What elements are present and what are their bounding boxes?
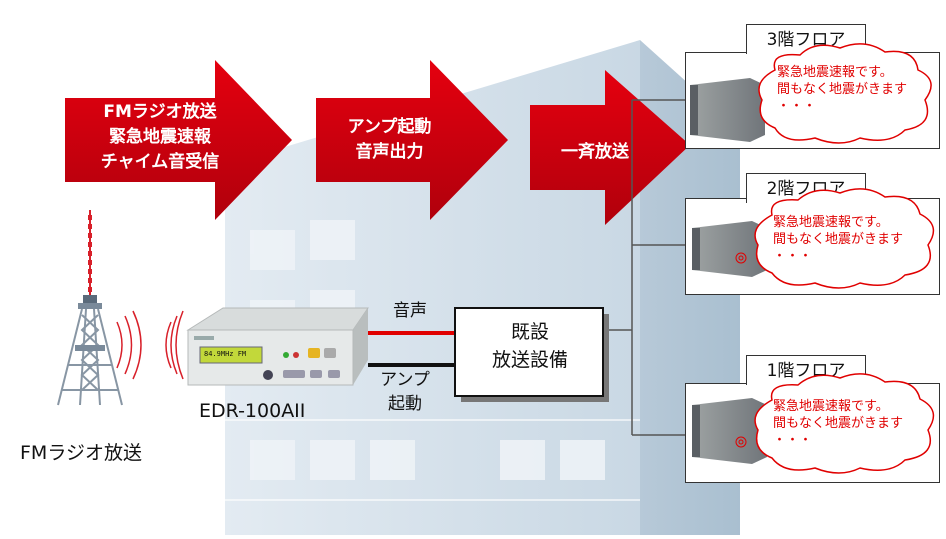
arrow-1-text: FMラジオ放送 緊急地震速報 チャイム音受信 [75, 100, 245, 175]
equipment-line-1: 既設 [510, 321, 549, 343]
bubble-2f-text: 緊急地震速報です。 間もなく地震がきます ・・・ [773, 214, 903, 265]
arrow-3-line-1: 一斉放送 [561, 142, 629, 162]
speaker-icon [692, 221, 767, 277]
device-display: 84.9MHz FM [204, 350, 247, 358]
bubble-2f-line-2: 間もなく地震がきます [773, 232, 904, 247]
bubble-1f-text: 緊急地震速報です。 間もなく地震がきます ・・・ [773, 398, 903, 449]
arrow-2 [316, 60, 508, 220]
arrow-3 [530, 70, 690, 225]
speech-bubble-3f [758, 43, 932, 144]
bubble-3f-line-1: 緊急地震速報です。 [777, 65, 893, 80]
radio-tower-icon [57, 210, 123, 406]
bubble-3f-text: 緊急地震速報です。 間もなく地震がきます ・・・ [777, 64, 907, 115]
device-label: EDR-100AII [199, 400, 306, 422]
bubble-2f-line-1: 緊急地震速報です。 [773, 215, 889, 230]
speaker-icon [690, 78, 765, 142]
distribution-lines [607, 99, 685, 436]
audio-label: 音声 [393, 301, 427, 321]
speech-bubble-1f [754, 373, 935, 474]
arrow-1-line-1: FMラジオ放送 [103, 102, 217, 122]
speech-bubble-2f [754, 188, 935, 289]
equipment-line-2: 放送設備 [491, 349, 568, 371]
amp-label-line-1: アンプ [380, 370, 430, 390]
arrow-2-text: アンプ起動 音声出力 [322, 115, 457, 165]
radio-waves-icon [116, 310, 184, 380]
arrow-1 [65, 60, 292, 220]
amp-label: アンプ 起動 [375, 368, 435, 416]
edr-device [186, 307, 369, 386]
bubble-3f-line-2: 間もなく地震がきます [777, 82, 908, 97]
speaker-icon [692, 398, 767, 464]
bubble-1f-line-1: 緊急地震速報です。 [773, 399, 889, 414]
equipment-box: 既設 放送設備 [456, 318, 604, 374]
amp-label-line-2: 起動 [388, 394, 422, 414]
bubble-3f-line-3: ・・・ [777, 99, 817, 114]
arrow-2-line-2: 音声出力 [355, 142, 424, 162]
arrow-1-line-3: チャイム音受信 [100, 152, 220, 172]
arrow-3-text: 一斉放送 [540, 140, 650, 165]
bubble-1f-line-3: ・・・ [773, 433, 813, 448]
arrow-1-line-2: 緊急地震速報 [109, 127, 211, 147]
tower-label: FMラジオ放送 [20, 442, 142, 464]
bubble-1f-line-2: 間もなく地震がきます [773, 416, 904, 431]
bubble-2f-line-3: ・・・ [773, 249, 813, 264]
arrow-2-line-1: アンプ起動 [347, 117, 432, 137]
